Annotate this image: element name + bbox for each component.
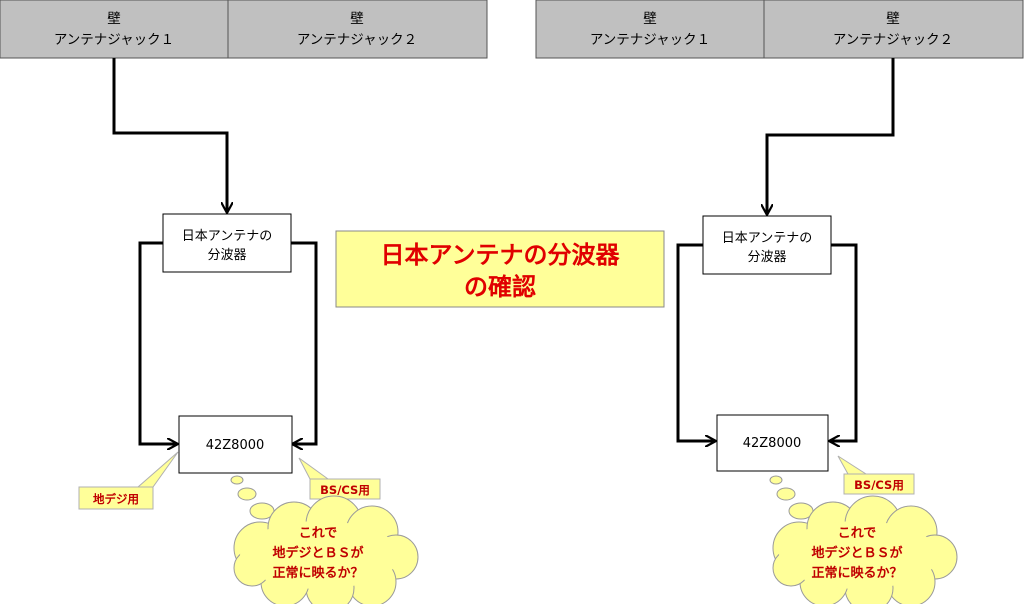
left-jack2-line2: アンテナジャック２ bbox=[297, 32, 417, 48]
left-jack2-line1: 壁 bbox=[350, 11, 364, 27]
right-wall-jack-1: 壁 アンテナジャック１ bbox=[535, 0, 765, 59]
left-tv-box: 42Z8000 bbox=[178, 415, 293, 474]
title-box: 日本アンテナの分波器 の確認 bbox=[335, 230, 665, 308]
left-wall-jack-1: 壁 アンテナジャック１ bbox=[0, 0, 229, 59]
right-tv-box: 42Z8000 bbox=[716, 414, 829, 472]
left-terrestrial-label: 地デジ用 bbox=[93, 492, 139, 506]
right-thought-cloud: これで 地デジとＢＳが 正常に映るか？ bbox=[769, 475, 958, 604]
title-line2: の確認 bbox=[464, 273, 536, 301]
right-splitter-box: 日本アンテナの 分波器 bbox=[702, 215, 832, 275]
left-diagram: 壁 アンテナジャック１ 壁 アンテナジャック２ 日本アンテナの 分波器 42Z8… bbox=[0, 0, 488, 604]
left-jack1-line1: 壁 bbox=[107, 11, 121, 27]
right-jack2-line2: アンテナジャック２ bbox=[833, 32, 953, 48]
left-splitter-line1: 日本アンテナの bbox=[182, 229, 272, 244]
left-bscs-label: BS/CS用 bbox=[320, 483, 370, 497]
left-jack-to-splitter-arrow bbox=[112, 58, 227, 212]
left-cloud-line3: 正常に映るか？ bbox=[272, 565, 363, 581]
left-wall-jack-2: 壁 アンテナジャック２ bbox=[227, 0, 488, 59]
right-cloud-line2: 地デジとＢＳが bbox=[811, 545, 902, 561]
left-cloud-line1: これで bbox=[299, 526, 338, 541]
right-jack2-line1: 壁 bbox=[886, 11, 900, 27]
right-splitter-to-tv-terrestrial-arrow bbox=[676, 243, 715, 441]
left-bscs-callout: BS/CS用 bbox=[298, 457, 381, 500]
right-bscs-callout: BS/CS用 bbox=[837, 455, 915, 495]
left-jack1-line2: アンテナジャック１ bbox=[54, 32, 174, 48]
left-cloud-line2: 地デジとＢＳが bbox=[272, 545, 363, 561]
left-splitter-box: 日本アンテナの 分波器 bbox=[162, 213, 292, 273]
left-splitter-to-tv-bscs-arrow bbox=[291, 241, 318, 444]
left-thought-cloud: これで 地デジとＢＳが 正常に映るか？ bbox=[230, 475, 419, 604]
right-wall-jack-2: 壁 アンテナジャック２ bbox=[763, 0, 1024, 59]
left-tv-model: 42Z8000 bbox=[206, 438, 265, 453]
right-cloud-line1: これで bbox=[838, 526, 877, 541]
right-jack1-line2: アンテナジャック１ bbox=[590, 32, 710, 48]
title-line1: 日本アンテナの分波器 bbox=[380, 241, 620, 269]
right-cloud-line3: 正常に映るか？ bbox=[811, 565, 902, 581]
right-jack-to-splitter-arrow bbox=[767, 58, 895, 214]
right-bscs-label: BS/CS用 bbox=[854, 478, 904, 492]
left-splitter-to-tv-terrestrial-arrow bbox=[138, 241, 177, 444]
right-splitter-to-tv-bscs-arrow bbox=[830, 243, 858, 441]
right-jack1-line1: 壁 bbox=[643, 11, 657, 27]
left-splitter-line2: 分波器 bbox=[207, 248, 246, 263]
right-splitter-line1: 日本アンテナの bbox=[722, 231, 812, 246]
right-splitter-line2: 分波器 bbox=[747, 250, 786, 265]
right-diagram: 壁 アンテナジャック１ 壁 アンテナジャック２ 日本アンテナの 分波器 42Z8… bbox=[535, 0, 1024, 604]
left-terrestrial-callout: 地デジ用 bbox=[78, 451, 179, 510]
right-tv-model: 42Z8000 bbox=[743, 436, 802, 451]
